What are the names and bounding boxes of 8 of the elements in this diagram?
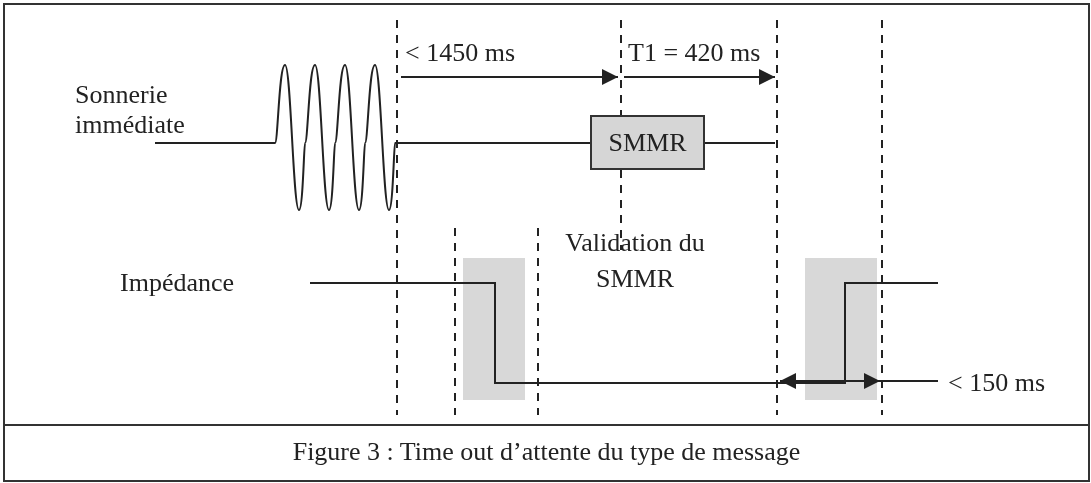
figure-caption: Figure 3 : Time out d’attente du type de message [292, 437, 801, 466]
duration-label: T1 = 420 ms [628, 38, 761, 68]
note-text: Validation du SMMR [564, 227, 706, 295]
duration-label: < 150 ms [948, 368, 1045, 398]
signal-name: Impédance [120, 268, 235, 298]
duration-label: < 1450 ms [405, 38, 515, 68]
signal-box: SMMR [590, 115, 705, 170]
signal-name: Sonnerie immédiate [75, 80, 186, 140]
